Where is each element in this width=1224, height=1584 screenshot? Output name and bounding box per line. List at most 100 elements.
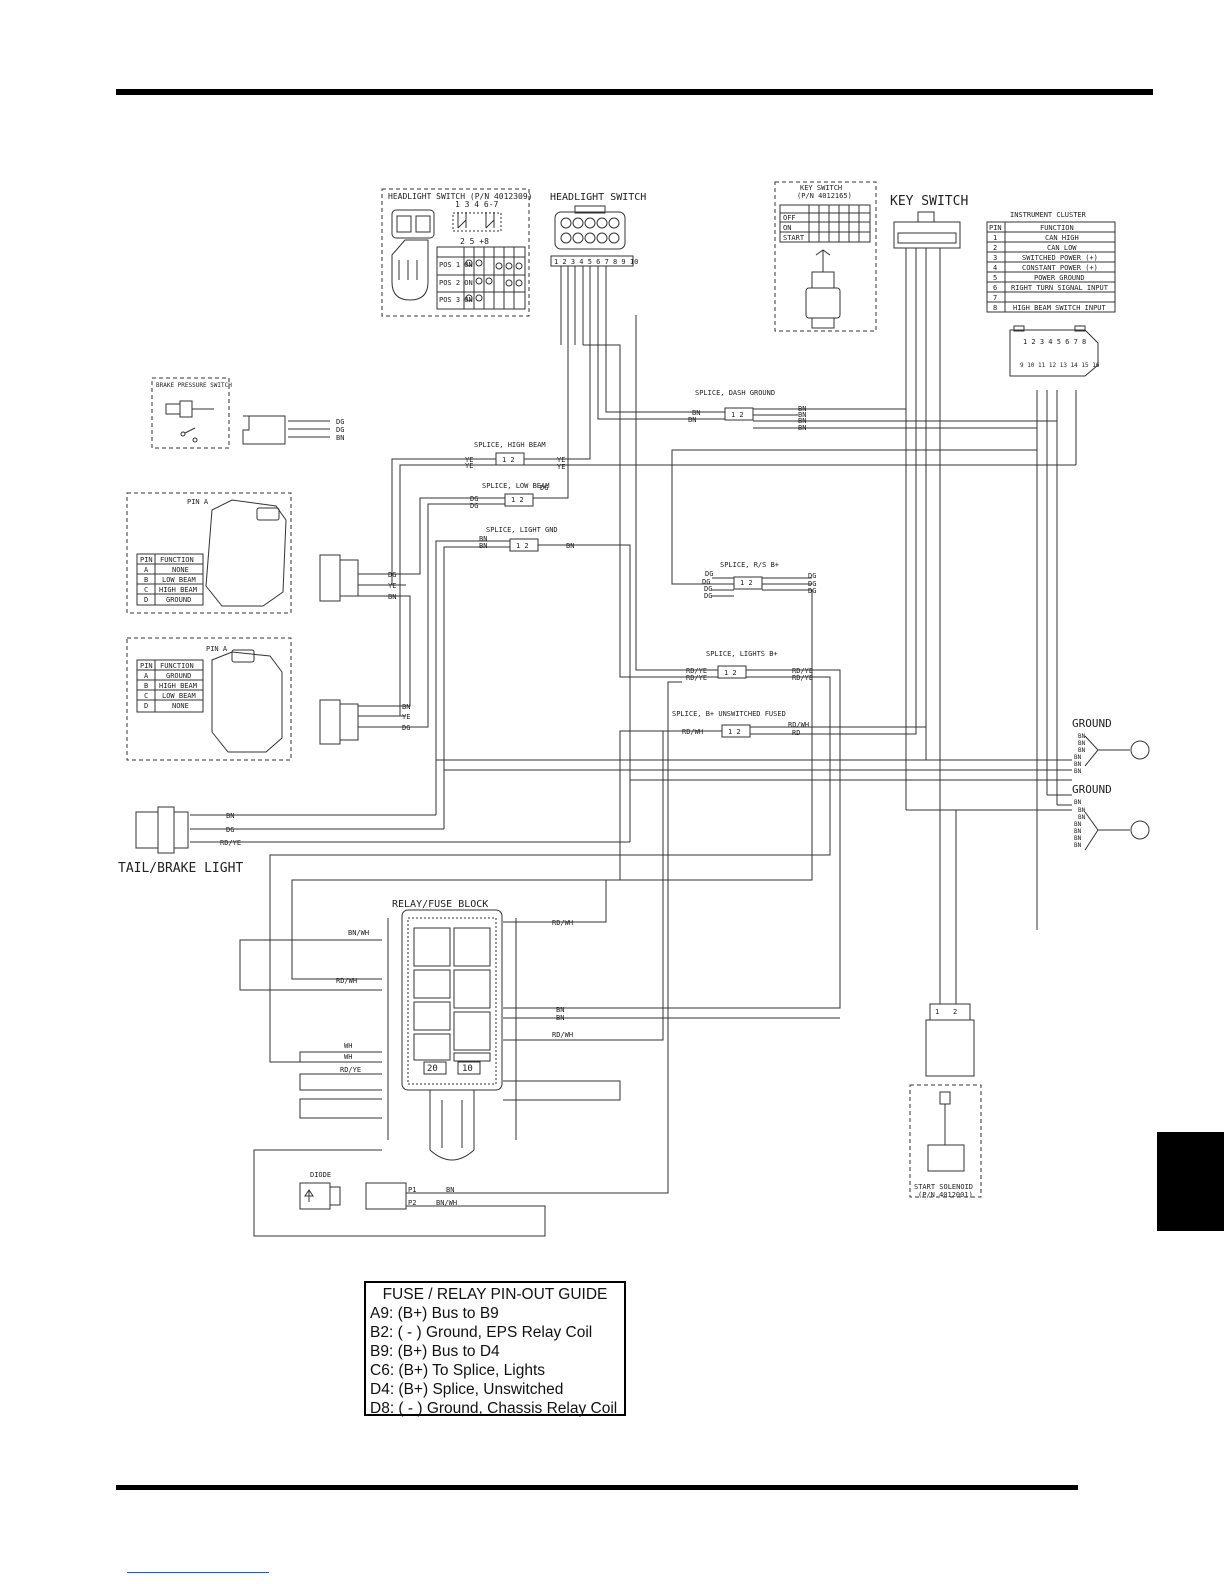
splice-low-beam-l1: DG [470, 495, 478, 503]
splice-low-beam-pins: 1 2 [511, 496, 524, 504]
ground-1-label: GROUND [1072, 717, 1112, 730]
headlight-switch-bottom-pins: 2 5 +8 [460, 237, 489, 246]
ic-pin-5: 5 [993, 274, 997, 282]
splice-dash-ground-r3: BN [798, 417, 806, 425]
splice-dash-ground-r1: BN [798, 405, 806, 413]
ground-2-wire-3: BN [1078, 814, 1086, 821]
headlight-switch-row-1: POS 1 ON [439, 261, 473, 269]
headlight-switch-connector-title: HEADLIGHT SWITCH [550, 192, 646, 203]
ground-1-wire-3: BN [1078, 747, 1086, 754]
splice-lights-bplus-label: SPLICE, LIGHTS B+ [706, 650, 778, 658]
diode-pin-2: P2 [408, 1199, 416, 1207]
hl-right-pin-b: B [144, 682, 148, 690]
relay-fuse-block [387, 909, 517, 1161]
splice-light-gnd-label: SPLICE, LIGHT GND [486, 526, 558, 534]
fuse-guide-line-a9: A9: (B+) Bus to B9 [370, 1305, 499, 1322]
start-solenoid-title: START SOLENOID [914, 1183, 973, 1191]
key-switch-detail-part: (P/N 4012165) [797, 192, 852, 200]
tail-brake-light [135, 806, 630, 854]
hl-right-wire-1: BN [402, 703, 410, 711]
splice-rs-bplus-l2: DG [702, 578, 710, 586]
rfb-wire-right-2: BN [556, 1006, 564, 1014]
splice-dash-ground-l2: BN [688, 416, 696, 424]
splice-dash-ground-r4: BN [798, 424, 806, 432]
harness-wires [239, 315, 1076, 1237]
splice-high-beam-pins: 1 2 [502, 456, 515, 464]
fuse-guide-line-d8: D8: ( - ) Ground, Chassis Relay Coil [370, 1400, 618, 1417]
splice-light-gnd-r1: BN [566, 542, 574, 550]
ground-1-wire-6: BN [1074, 768, 1082, 775]
hl-left-wire-2: YE [388, 582, 396, 590]
solenoid-pin-1: 1 [935, 1008, 939, 1016]
instrument-cluster-table [986, 221, 1116, 930]
headlight-switch-detail-title: HEADLIGHT SWITCH (P/N 4012309) [388, 192, 533, 201]
key-switch-row-on: ON [783, 224, 791, 232]
fuse-guide-line-b2: B2: ( - ) Ground, EPS Relay Coil [370, 1324, 593, 1341]
hl-right-wire-2: YE [402, 713, 410, 721]
key-switch-row-start: START [783, 234, 805, 242]
key-switch-connector-title: KEY SWITCH [890, 194, 968, 209]
relay-fuse-block-title: RELAY/FUSE BLOCK [392, 899, 488, 910]
ic-header-function: FUNCTION [1040, 224, 1074, 232]
ic-connector-pins-top: 1 2 3 4 5 6 7 8 [1023, 338, 1086, 346]
hl-right-pin-c: C [144, 692, 148, 700]
rfb-wire-right-4: RD/WH [552, 1031, 573, 1039]
hl-right-fn-d: NONE [172, 702, 189, 710]
rfb-wire-left-2: RD/WH [336, 977, 357, 985]
tail-wire-1: BN [226, 812, 234, 820]
splice-high-beam-r2: YE [557, 463, 565, 471]
rfb-fuse-label-20: 20 [427, 1064, 438, 1074]
headlight-switch-row-2: POS 2 ON [439, 279, 473, 287]
key-switch-detail-title: KEY SWITCH [800, 184, 842, 192]
footer-link-underline [127, 1572, 269, 1573]
ground-1-wire-5: BN [1074, 761, 1082, 768]
fuse-relay-guide: FUSE / RELAY PIN-OUT GUIDE A9: (B+) Bus … [364, 1281, 626, 1417]
splice-bplus-unswitched-l1: RD/WH [682, 728, 703, 736]
diode-wire-1: BN [446, 1186, 454, 1194]
ic-header-pin: PIN [989, 224, 1002, 232]
splice-boxes [495, 407, 763, 738]
top-rule [116, 89, 1153, 95]
splice-high-beam-l2: YE [465, 462, 473, 470]
ic-pin-2: 2 [993, 244, 997, 252]
hl-left-fn-b: LOW BEAM [162, 576, 196, 584]
hl-right-pin-a: A [144, 672, 149, 680]
splice-dash-ground-label: SPLICE, DASH GROUND [695, 389, 775, 397]
diagram-labels: HEADLIGHT SWITCH (P/N 4012309) 1 3 4 6-7… [118, 184, 1112, 1207]
ic-pin-8: 8 [993, 304, 997, 312]
ground-1-wire-4: BN [1074, 754, 1082, 761]
splice-lights-bplus-r2: RD/YE [792, 674, 813, 682]
hl-left-fn-a: NONE [172, 566, 189, 574]
ic-function-5: POWER GROUND [1034, 274, 1085, 282]
rfb-wire-right-3: BN [556, 1014, 564, 1022]
splice-light-gnd-l1: BN [479, 535, 487, 543]
splice-low-beam-l2: DG [470, 502, 478, 510]
hl-left-header-pin: PIN [140, 556, 153, 564]
diode-pin-1: P1 [408, 1186, 416, 1194]
brake-pressure-switch-title: BRAKE PRESSURE SWITCH [156, 382, 232, 389]
ground-1-wire-2: BN [1078, 740, 1086, 747]
splice-light-gnd-l2: BN [479, 542, 487, 550]
ic-function-3: SWITCHED POWER (+) [1022, 254, 1098, 262]
hl-left-pin-a: A [144, 566, 149, 574]
diode-title: DIODE [310, 1171, 331, 1179]
hl-right-header-function: FUNCTION [160, 662, 194, 670]
headlamp-left [126, 492, 406, 614]
diode-wire-2: BN/WH [436, 1199, 457, 1207]
ground-2-wire-5: BN [1074, 828, 1082, 835]
ic-function-8: HIGH BEAM SWITCH INPUT [1013, 304, 1107, 312]
splice-rs-bplus-label: SPLICE, R/S B+ [720, 561, 779, 569]
splice-high-beam-r1: YE [557, 456, 565, 464]
splice-bplus-unswitched-r1: RD/WH [788, 721, 809, 729]
key-switch-connector [893, 211, 961, 910]
splice-rs-bplus-r2: DG [808, 580, 816, 588]
hl-left-pin-c: C [144, 586, 148, 594]
hl-right-wire-3: DG [402, 724, 410, 732]
splice-dash-ground-r2: BN [798, 411, 806, 419]
rfb-wire-left-5: RD/YE [340, 1066, 361, 1074]
splice-rs-bplus-l3: DG [704, 585, 712, 593]
start-solenoid-part: (P/N 4012001) [918, 1191, 973, 1199]
splice-low-beam-r1: DG [540, 484, 548, 492]
splice-lights-bplus-l1: RD/YE [686, 667, 707, 675]
